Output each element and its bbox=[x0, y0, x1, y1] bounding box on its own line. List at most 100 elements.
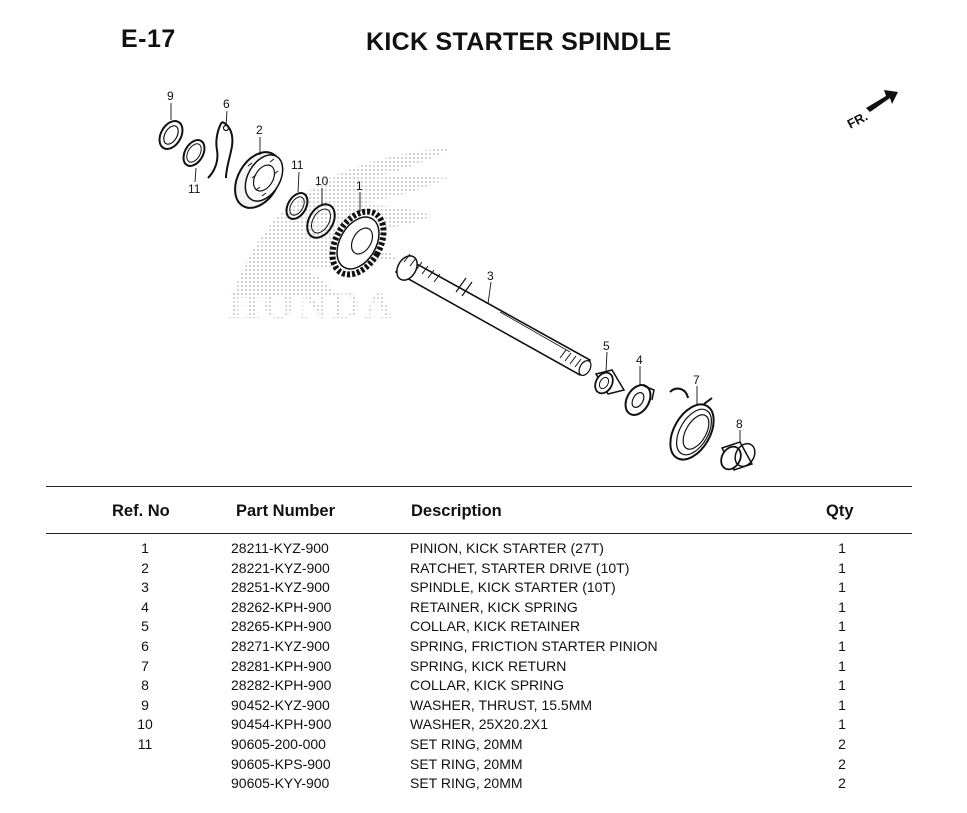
callout-leader-lines bbox=[170, 103, 741, 442]
description-cell: WASHER, THRUST, 15.5MM bbox=[410, 696, 593, 713]
description-cell: COLLAR, KICK SPRING bbox=[410, 677, 565, 694]
table-row: 1 28211-KYZ-900 PINION, KICK STARTER (27T)… bbox=[0, 540, 967, 560]
qty-cell: 2 bbox=[838, 755, 846, 772]
qty-cell: 1 bbox=[838, 540, 846, 556]
callout-labels: 9 6 2 11 10 1 11 3 5 4 7 8 bbox=[167, 89, 743, 431]
table-row: 3 28251-KYZ-900 SPINDLE, KICK STARTER (10T… bbox=[0, 579, 967, 599]
qty-cell: 1 bbox=[838, 559, 846, 576]
qty-cell: 1 bbox=[838, 618, 846, 635]
part-number-cell: 28211-KYZ-900 bbox=[231, 540, 329, 556]
header-ref-no: Ref. No bbox=[112, 502, 170, 520]
description-cell: SET RING, 20MM bbox=[410, 775, 523, 792]
ref-cell: 11 bbox=[137, 735, 153, 752]
table-row: 7 28281-KPH-900 SPRING, KICK RETURN 1 bbox=[0, 658, 967, 678]
part-number-cell: 28221-KYZ-900 bbox=[231, 559, 330, 576]
parts-table-body: 1 28211-KYZ-900 PINION, KICK STARTER (27T)… bbox=[0, 540, 967, 795]
callout-label: 11 bbox=[188, 182, 201, 196]
table-row: 90605-KPS-900 SET RING, 20MM 2 bbox=[0, 756, 967, 776]
honda-watermark-text: HONDA bbox=[228, 282, 397, 327]
ref-cell: 6 bbox=[141, 637, 149, 654]
qty-cell: 1 bbox=[838, 598, 846, 615]
ratchet-part bbox=[234, 151, 284, 209]
qty-cell: 2 bbox=[838, 775, 846, 792]
table-row: 10 90454-KPH-900 WASHER, 25X20.2X1 1 bbox=[0, 716, 967, 736]
callout-label: 7 bbox=[693, 373, 700, 387]
header-description: Description bbox=[411, 502, 502, 520]
qty-cell: 1 bbox=[838, 579, 846, 596]
table-row: 90605-KYY-900 SET RING, 20MM 2 bbox=[0, 775, 967, 795]
part-number-cell: 28271-KYZ-900 bbox=[231, 637, 330, 654]
washer-part bbox=[306, 203, 336, 239]
description-cell: PINION, KICK STARTER (27T) bbox=[410, 540, 604, 556]
callout-label: 9 bbox=[167, 89, 174, 103]
part-number-cell: 28282-KPH-900 bbox=[231, 677, 332, 694]
page-code: E-17 bbox=[121, 25, 176, 53]
friction-spring-part bbox=[207, 121, 234, 179]
qty-cell: 1 bbox=[838, 716, 846, 733]
description-cell: SPRING, FRICTION STARTER PINION bbox=[410, 637, 658, 654]
ref-cell: 9 bbox=[141, 696, 149, 713]
exploded-parts-diagram: HONDA FR. bbox=[158, 89, 898, 471]
table-header-rule bbox=[46, 533, 912, 534]
qty-cell: 1 bbox=[838, 677, 846, 694]
description-cell: SPRING, KICK RETURN bbox=[410, 657, 567, 674]
table-row: 9 90452-KYZ-900 WASHER, THRUST, 15.5MM 1 bbox=[0, 697, 967, 717]
part-number-cell: 28265-KPH-900 bbox=[231, 618, 332, 635]
set-ring-part bbox=[182, 139, 206, 167]
callout-label: 5 bbox=[603, 339, 610, 353]
washer-thrust-part bbox=[158, 120, 184, 150]
ref-cell: 4 bbox=[141, 598, 149, 615]
description-cell: SPINDLE, KICK STARTER (10T) bbox=[410, 579, 616, 596]
description-cell: RATCHET, STARTER DRIVE (10T) bbox=[410, 559, 630, 576]
collar-kick-retainer-part bbox=[594, 369, 626, 395]
ref-cell: 10 bbox=[137, 716, 153, 733]
part-number-cell: 90605-KPS-900 bbox=[231, 755, 331, 772]
ref-cell: 7 bbox=[141, 657, 149, 674]
table-row: 8 28282-KPH-900 COLLAR, KICK SPRING 1 bbox=[0, 677, 967, 697]
description-cell: SET RING, 20MM bbox=[410, 735, 523, 752]
retainer-kick-spring-part bbox=[624, 384, 655, 416]
table-row: 6 28271-KYZ-900 SPRING, FRICTION STARTER P… bbox=[0, 638, 967, 658]
spindle-part bbox=[394, 253, 592, 377]
part-number-cell: 28251-KYZ-900 bbox=[231, 579, 330, 596]
header-qty: Qty bbox=[826, 502, 854, 520]
description-cell: COLLAR, KICK RETAINER bbox=[410, 618, 581, 635]
qty-cell: 1 bbox=[838, 696, 846, 713]
callout-label: 11 bbox=[291, 158, 304, 172]
callout-label: 10 bbox=[315, 174, 329, 188]
front-direction-arrow: FR. bbox=[845, 90, 898, 132]
ref-cell: 1 bbox=[141, 540, 149, 556]
set-ring-part bbox=[285, 192, 309, 220]
part-number-cell: 90605-KYY-900 bbox=[231, 775, 330, 792]
part-number-cell: 90605-200-000 bbox=[231, 735, 326, 752]
front-indicator-label: FR. bbox=[845, 108, 871, 131]
part-number-cell: 28281-KPH-900 bbox=[231, 657, 332, 674]
table-row: 11 90605-200-000 SET RING, 20MM 2 bbox=[0, 736, 967, 756]
part-number-cell: 90452-KYZ-900 bbox=[231, 696, 330, 713]
page-title: KICK STARTER SPINDLE bbox=[366, 28, 672, 56]
ref-cell: 8 bbox=[141, 677, 149, 694]
description-cell: SET RING, 20MM bbox=[410, 755, 523, 772]
header-part-number: Part Number bbox=[236, 502, 336, 520]
description-cell: RETAINER, KICK SPRING bbox=[410, 598, 578, 615]
part-number-cell: 28262-KPH-900 bbox=[231, 598, 332, 615]
ref-cell: 5 bbox=[141, 618, 149, 635]
callout-label: 2 bbox=[256, 123, 263, 137]
callout-label: 1 bbox=[356, 179, 363, 193]
callout-label: 3 bbox=[487, 269, 494, 283]
qty-cell: 2 bbox=[838, 735, 846, 752]
kick-return-spring-part bbox=[669, 387, 715, 461]
ref-cell: 3 bbox=[141, 579, 149, 596]
part-number-cell: 90454-KPH-900 bbox=[231, 716, 332, 733]
qty-cell: 1 bbox=[838, 657, 846, 674]
ref-cell: 2 bbox=[141, 559, 149, 576]
description-cell: WASHER, 25X20.2X1 bbox=[410, 716, 548, 733]
callout-label: 6 bbox=[223, 97, 230, 111]
table-row: 2 28221-KYZ-900 RATCHET, STARTER DRIVE (10… bbox=[0, 560, 967, 580]
table-row: 4 28262-KPH-900 RETAINER, KICK SPRING 1 bbox=[0, 599, 967, 619]
table-row: 5 28265-KPH-900 COLLAR, KICK RETAINER 1 bbox=[0, 618, 967, 638]
collar-kick-spring-part bbox=[720, 441, 756, 471]
table-top-rule bbox=[46, 486, 912, 487]
pinion-gear-part bbox=[329, 208, 387, 278]
callout-label: 8 bbox=[736, 417, 743, 431]
